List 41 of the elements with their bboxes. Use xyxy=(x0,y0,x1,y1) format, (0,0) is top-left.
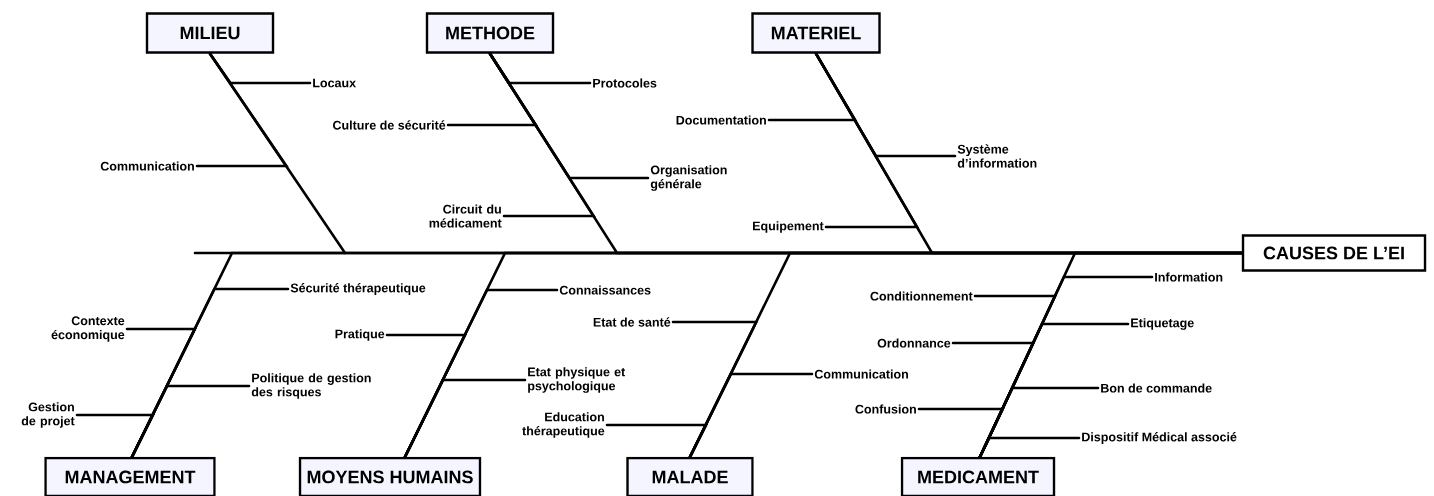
cause-label: Etiquetage xyxy=(1131,318,1194,330)
category-box: MATERIEL xyxy=(751,12,881,54)
cause-line xyxy=(75,413,156,459)
cause-label: Education thérapeutique xyxy=(522,412,605,438)
cause-label: Documentation xyxy=(676,115,766,125)
cause-label: Confusion xyxy=(855,404,916,414)
cause-label: Gestion de projet xyxy=(21,402,75,428)
cause-label: Etat physique et psychologique xyxy=(528,367,626,393)
cause-label: Culture de sécurité xyxy=(333,120,446,130)
cause-label: Locaux xyxy=(313,78,356,88)
category-box: MEDICAMENT xyxy=(900,456,1056,496)
cause-label: Circuit du médicament xyxy=(429,204,502,228)
category-box: MOYENS HUMAINS xyxy=(298,456,482,496)
cause-label: Communication xyxy=(814,369,908,379)
cause-label: Organisation générale xyxy=(650,165,727,191)
cause-label: Contexte économique xyxy=(51,316,125,342)
category-box: METHODE xyxy=(425,12,555,54)
effect-box: CAUSES DE L’EI xyxy=(1241,234,1427,272)
cause-label: Pratique xyxy=(335,329,385,341)
cause-label: Dispositif Médical associé xyxy=(1082,432,1237,444)
cause-label: Connaissances xyxy=(559,285,651,295)
cause-label: Etat de santé xyxy=(593,317,671,327)
cause-label: Ordonnance xyxy=(877,338,951,348)
cause-label: Politique de gestion des risques xyxy=(251,373,371,399)
category-box: MALADE xyxy=(626,456,754,496)
cause-label: Sécurité thérapeutique xyxy=(290,283,426,295)
cause-line xyxy=(814,52,920,229)
cause-label: Information xyxy=(1155,272,1223,282)
cause-label: Système d’information xyxy=(957,144,1037,168)
cause-label: Communication xyxy=(100,161,194,171)
cause-line xyxy=(978,436,1081,459)
cause-label: Protocoles xyxy=(593,78,657,88)
cause-label: Conditionnement xyxy=(870,291,973,301)
cause-label: Equipement xyxy=(753,221,824,233)
cause-line xyxy=(403,378,527,459)
cause-label: Bon de commande xyxy=(1101,383,1212,393)
cause-line xyxy=(605,423,709,459)
cause-line xyxy=(488,52,596,218)
cause-line xyxy=(195,52,289,168)
category-box: MILIEU xyxy=(145,12,275,54)
category-box: MANAGEMENT xyxy=(44,456,216,496)
